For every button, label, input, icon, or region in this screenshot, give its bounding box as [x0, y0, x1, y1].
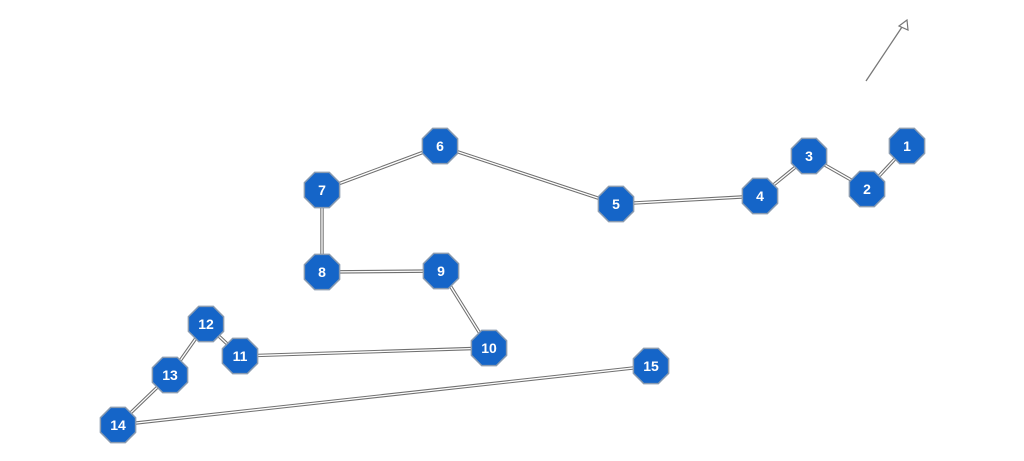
edge-8-9	[321, 269, 442, 274]
node-5: 5	[597, 185, 635, 223]
edge-6-7	[321, 144, 441, 192]
node-octagon	[470, 329, 508, 367]
node-13: 13	[151, 356, 189, 394]
node-octagon	[421, 127, 459, 165]
node-label: 2	[863, 181, 871, 197]
edges-layer	[116, 144, 909, 427]
edge-14-15	[117, 364, 652, 427]
node-octagon	[151, 356, 189, 394]
node-12: 12	[187, 305, 225, 343]
node-octagon	[888, 127, 926, 165]
node-label: 10	[481, 340, 497, 356]
node-octagon	[848, 170, 886, 208]
node-2: 2	[848, 170, 886, 208]
node-label: 13	[162, 367, 178, 383]
node-label: 15	[643, 358, 659, 374]
node-octagon	[303, 171, 341, 209]
north-arrow-icon	[865, 18, 909, 82]
node-10: 10	[470, 329, 508, 367]
node-1: 1	[888, 127, 926, 165]
node-3: 3	[790, 137, 828, 175]
node-label: 11	[233, 348, 248, 364]
node-octagon	[632, 347, 670, 385]
edge-4-5	[615, 194, 761, 206]
edge-5-6	[439, 144, 617, 206]
node-octagon	[597, 185, 635, 223]
node-6: 6	[421, 127, 459, 165]
node-label: 7	[318, 182, 326, 198]
node-7: 7	[303, 171, 341, 209]
node-9: 9	[422, 252, 460, 290]
node-8: 8	[303, 253, 341, 291]
node-octagon	[790, 137, 828, 175]
node-14: 14	[99, 406, 137, 444]
node-octagon	[99, 406, 137, 444]
node-label: 14	[110, 417, 126, 433]
node-octagon	[221, 337, 259, 375]
node-label: 12	[198, 316, 214, 332]
node-label: 4	[756, 188, 764, 204]
node-octagon	[422, 252, 460, 290]
node-11: 11	[221, 337, 259, 375]
node-4: 4	[741, 177, 779, 215]
node-15: 15	[632, 347, 670, 385]
node-label: 5	[612, 196, 620, 212]
node-label: 1	[903, 138, 911, 154]
node-label: 6	[436, 138, 444, 154]
node-octagon	[187, 305, 225, 343]
node-octagon	[303, 253, 341, 291]
node-label: 8	[318, 264, 326, 280]
edge-10-11	[239, 346, 490, 358]
node-label: 9	[437, 263, 445, 279]
node-label: 3	[805, 148, 813, 164]
node-octagon	[741, 177, 779, 215]
